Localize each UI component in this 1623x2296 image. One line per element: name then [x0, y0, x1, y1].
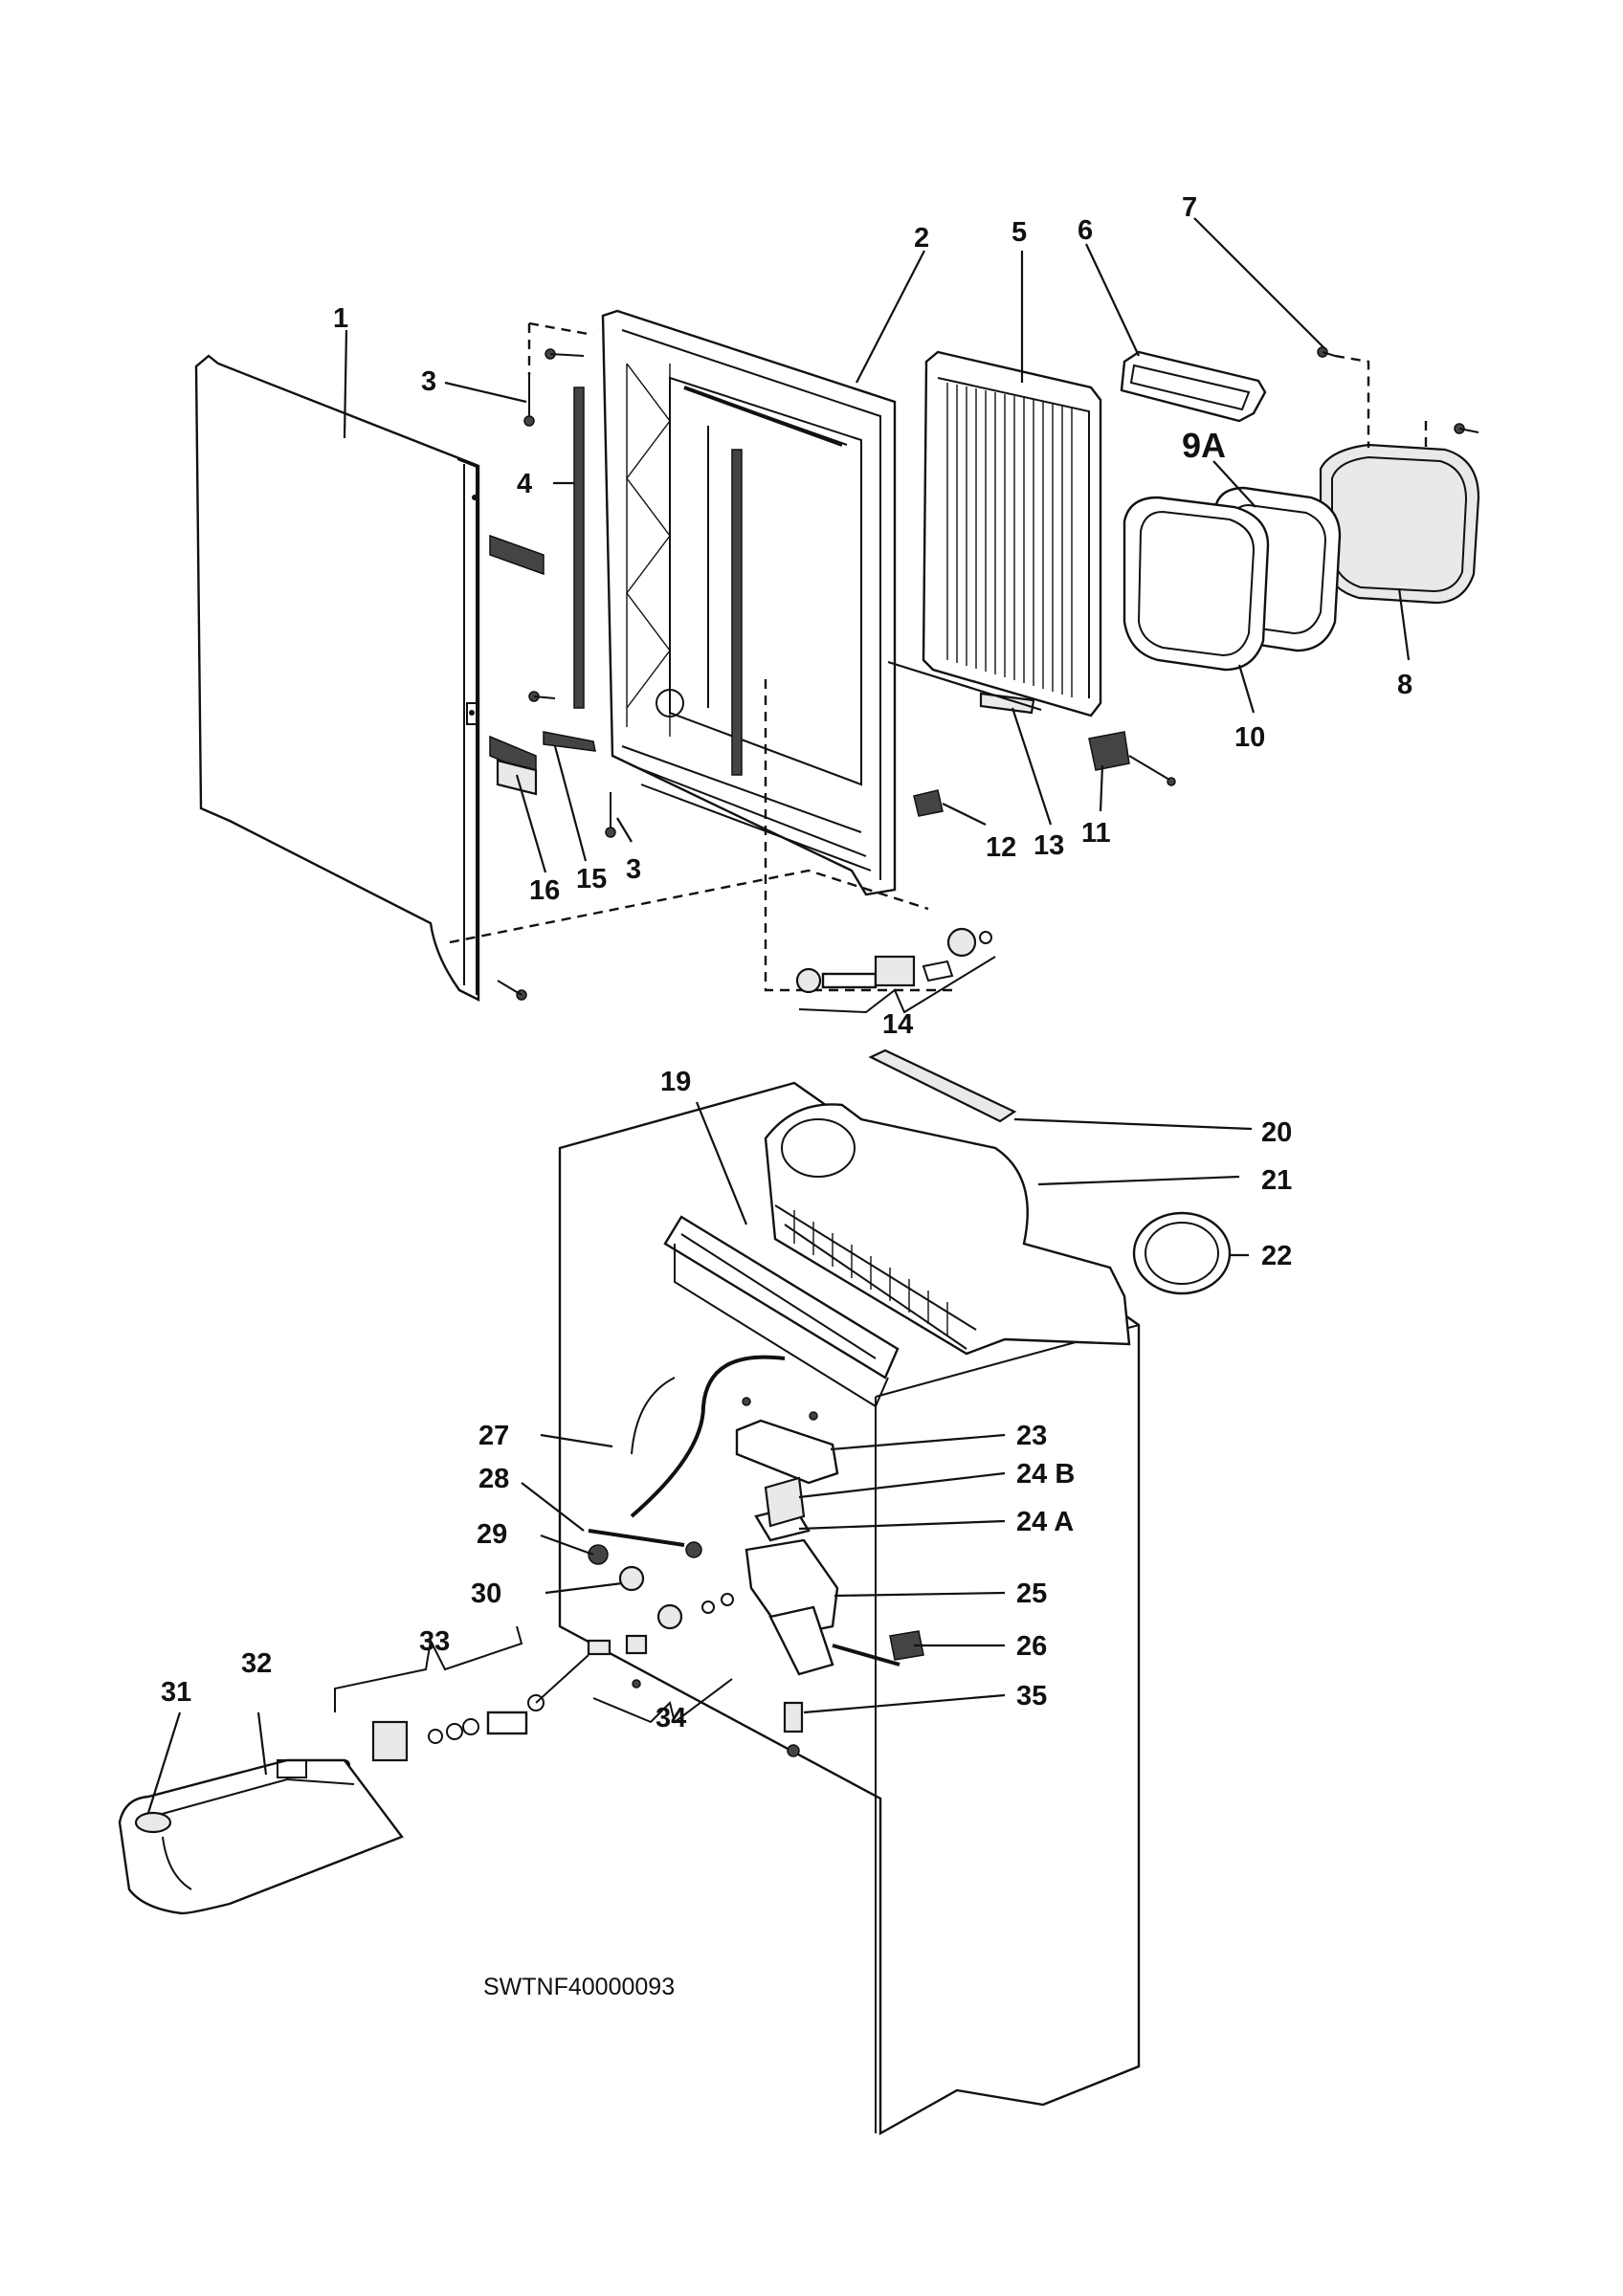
callout-13: 13 [1034, 830, 1064, 861]
callout-16: 16 [529, 875, 560, 906]
part-14-hinge-assembly [795, 927, 996, 1014]
part-24-switch [754, 1476, 811, 1542]
callout-4: 4 [517, 469, 532, 499]
drawing-code: SWTNF40000093 [483, 1974, 675, 2000]
dashed-assembly-lines [449, 679, 957, 1001]
part-22-ring [1132, 1211, 1232, 1295]
parts-28-30-connectors [588, 1529, 734, 1630]
callout-35: 35 [1016, 1681, 1047, 1711]
leader-lines [146, 217, 1411, 1814]
part-15-pin [528, 691, 596, 752]
callout-24B: 24 B [1016, 1459, 1075, 1490]
part-32-front-cover [118, 1758, 404, 1915]
part-33-fittings [334, 1625, 589, 1771]
callout-31: 31 [161, 1677, 191, 1708]
part-35-fitting [783, 1701, 804, 1757]
callout-24A: 24 A [1016, 1507, 1074, 1537]
part-21-duct [764, 1103, 1131, 1356]
callout-33: 33 [419, 1626, 450, 1657]
callout-32: 32 [241, 1648, 272, 1679]
callout-22: 22 [1261, 1241, 1292, 1271]
callout-27: 27 [478, 1421, 509, 1451]
callout-19: 19 [660, 1067, 691, 1097]
part-23-bracket [735, 1397, 839, 1485]
callout-26: 26 [1016, 1631, 1047, 1662]
part-25-valve-body [745, 1538, 839, 1676]
callout-6: 6 [1078, 215, 1093, 246]
screws-upper-right [1317, 346, 1479, 450]
callout-23: 23 [1016, 1421, 1047, 1451]
callout-5: 5 [1012, 217, 1027, 248]
part-12-clip [913, 789, 944, 817]
part-19-gasket [663, 1215, 900, 1408]
callout-labels: 1 2 3 3 4 5 6 7 8 9A 10 11 12 13 14 15 1… [161, 192, 1412, 1733]
callout-28: 28 [478, 1464, 509, 1494]
part-11-clip [1088, 731, 1176, 786]
callout-30: 30 [471, 1578, 501, 1609]
part-16-bracket [489, 534, 545, 796]
part-2-frame [601, 309, 897, 896]
part-8-cover [1319, 443, 1480, 605]
callout-10: 10 [1234, 722, 1265, 753]
callout-1: 1 [333, 303, 348, 334]
part-20-strip [868, 1049, 1017, 1123]
part-27-hose [630, 1355, 786, 1518]
callout-12: 12 [986, 832, 1016, 863]
part-3-screws [523, 321, 616, 838]
part-26-pipe [832, 1630, 924, 1667]
part-1-side-panel [194, 354, 480, 1002]
part-13-plate [979, 692, 1035, 715]
callout-8: 8 [1397, 670, 1412, 700]
part-6-gasket [1120, 350, 1267, 423]
callout-11: 11 [1081, 818, 1111, 849]
part-5-grille [922, 350, 1102, 718]
callout-7: 7 [1182, 192, 1197, 223]
callout-29: 29 [477, 1519, 507, 1550]
callout-9A: 9A [1182, 426, 1226, 465]
callout-20: 20 [1261, 1117, 1292, 1148]
callout-3a: 3 [421, 366, 436, 397]
part-10-ring [1123, 496, 1270, 672]
part-34-fittings [587, 1634, 733, 1724]
callout-34: 34 [656, 1703, 686, 1733]
callout-25: 25 [1016, 1578, 1047, 1609]
callout-21: 21 [1261, 1165, 1292, 1196]
callout-3b: 3 [626, 854, 641, 885]
callout-14: 14 [882, 1009, 913, 1040]
callout-2: 2 [914, 223, 929, 254]
part-4-seal-strips [573, 386, 843, 776]
callout-15: 15 [576, 864, 607, 894]
